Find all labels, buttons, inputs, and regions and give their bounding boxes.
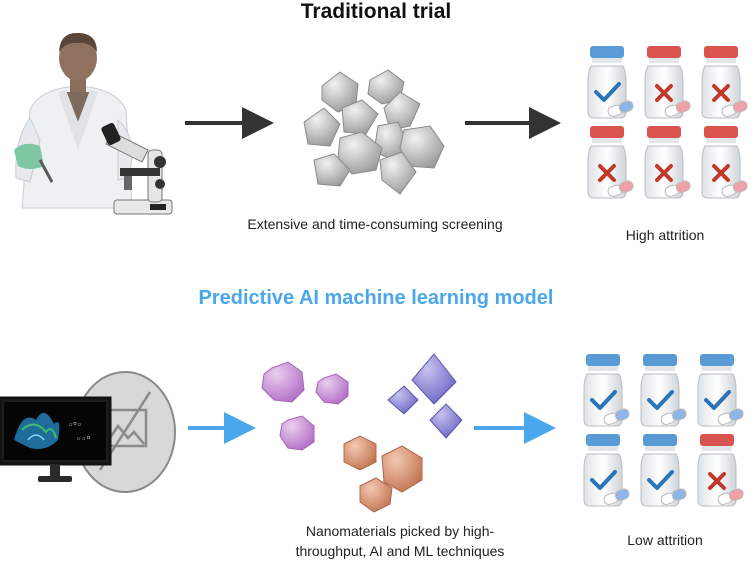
- grey-particle: [399, 125, 445, 169]
- purple-particle: [261, 361, 305, 403]
- vial-pass: [583, 354, 630, 427]
- vial-pass: [640, 434, 687, 507]
- cross-icon: [712, 84, 730, 102]
- cross-icon: [655, 84, 673, 102]
- copper-particle-group: [343, 435, 423, 513]
- screening-caption: Extensive and time-consuming screening: [247, 216, 503, 232]
- vial-pass: [640, 354, 687, 427]
- check-icon: [647, 470, 674, 490]
- vial-pass: [587, 46, 634, 119]
- cross-icon: [712, 164, 730, 182]
- picked-caption: Nanomaterials picked by high- throughput…: [260, 521, 540, 561]
- cross-icon: [598, 164, 616, 182]
- vial-grid-high-attrition: [587, 46, 748, 199]
- vial-pass: [583, 434, 630, 507]
- grey-particle: [341, 99, 379, 135]
- copper-particle: [343, 435, 377, 471]
- cross-icon: [708, 472, 726, 490]
- picked-caption-line1: Nanomaterials picked by high-: [305, 523, 495, 539]
- check-icon: [647, 390, 674, 410]
- vial-grid-low-attrition: [583, 354, 744, 507]
- cross-icon: [655, 164, 673, 182]
- traditional-trial-title: Traditional trial: [300, 0, 452, 23]
- low-attrition-caption: Low attrition: [627, 532, 703, 548]
- ai-computer-illustration: ◦ᵒ◦ ◦◦ᵒ: [0, 371, 176, 493]
- violet-particle: [387, 385, 419, 415]
- check-icon: [590, 470, 617, 490]
- vial-fail: [644, 46, 691, 119]
- vial-fail: [644, 126, 691, 199]
- purple-particle: [315, 373, 349, 405]
- high-attrition-caption: High attrition: [625, 227, 705, 243]
- vial-fail: [697, 434, 744, 507]
- check-icon: [594, 82, 621, 102]
- violet-particle-group: [387, 353, 463, 439]
- grey-particle: [379, 151, 417, 195]
- svg-text:◦◦ᵒ: ◦◦ᵒ: [76, 435, 91, 445]
- vial-fail: [701, 126, 748, 199]
- picked-caption-line2: throughput, AI and ML techniques: [295, 543, 505, 559]
- copper-particle: [381, 445, 423, 493]
- copper-particle: [359, 477, 393, 513]
- check-icon: [704, 390, 731, 410]
- scientist-illustration: [14, 32, 133, 209]
- check-icon: [590, 390, 617, 410]
- molecule-glyphs: ◦ᵒ◦: [68, 421, 82, 431]
- grey-particle: [303, 107, 341, 147]
- microscope-icon: [101, 122, 173, 215]
- purple-particle-group: [261, 361, 349, 451]
- grey-particle-cluster: [303, 69, 445, 195]
- vial-fail: [701, 46, 748, 119]
- grey-particle: [313, 153, 351, 187]
- ai-model-title: Predictive AI machine learning model: [198, 287, 554, 309]
- vial-pass: [697, 354, 744, 427]
- vial-fail: [587, 126, 634, 199]
- purple-particle: [279, 415, 315, 451]
- violet-particle: [429, 403, 463, 439]
- violet-particle: [411, 353, 457, 405]
